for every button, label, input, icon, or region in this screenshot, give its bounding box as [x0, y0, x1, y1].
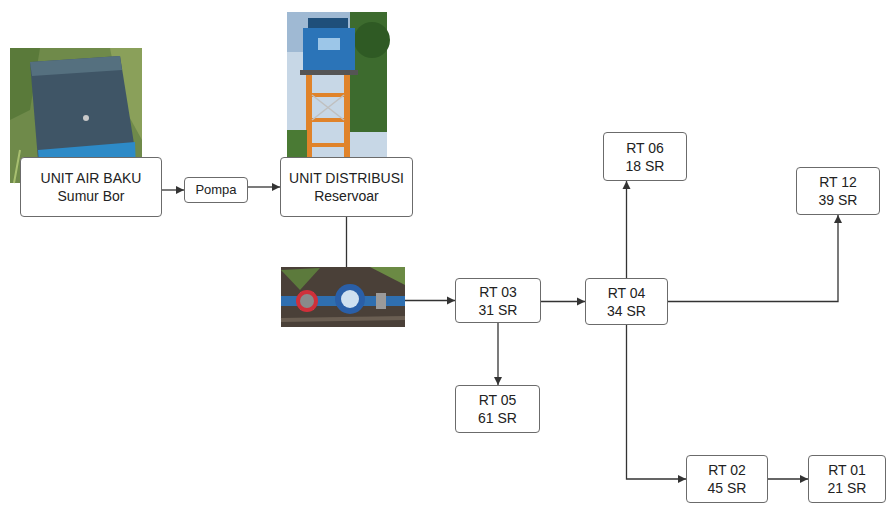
box-title: RT 01 — [828, 461, 866, 479]
flow-arrow — [248, 186, 280, 187]
flow-arrow — [497, 323, 498, 385]
box-subtitle: 18 SR — [626, 157, 665, 175]
box-subtitle: Reservoar — [314, 187, 379, 205]
box-title: Pompa — [195, 181, 236, 199]
reservoir-tower-photo — [287, 12, 390, 157]
flow-arrow — [626, 181, 627, 278]
box-title: RT 12 — [819, 173, 857, 191]
box-subtitle: 31 SR — [479, 301, 518, 319]
box-title: RT 06 — [626, 139, 664, 157]
process-box: RT 1239 SR — [796, 167, 880, 215]
process-box: RT 0618 SR — [603, 132, 687, 181]
flow-arrow — [627, 325, 687, 479]
box-title: RT 03 — [479, 283, 517, 301]
box-subtitle: Sumur Bor — [58, 187, 125, 205]
box-title: RT 02 — [708, 461, 746, 479]
box-title: UNIT DISTRIBUSI — [289, 169, 404, 187]
box-title: RT 04 — [608, 284, 646, 302]
process-box: RT 0245 SR — [686, 455, 768, 503]
box-subtitle: 34 SR — [607, 302, 646, 320]
pump-box: Pompa — [184, 177, 248, 203]
process-box: RT 0121 SR — [808, 455, 886, 503]
flow-arrow — [668, 215, 838, 302]
process-box: RT 0561 SR — [455, 385, 540, 433]
box-subtitle: 61 SR — [478, 409, 517, 427]
process-box: UNIT AIR BAKUSumur Bor — [20, 157, 162, 217]
flow-arrow — [162, 189, 184, 190]
box-title: UNIT AIR BAKU — [41, 169, 142, 187]
box-subtitle: 39 SR — [819, 191, 858, 209]
process-box: RT 0331 SR — [455, 278, 541, 323]
box-subtitle: 21 SR — [828, 479, 867, 497]
flow-arrow — [768, 478, 808, 479]
process-box: UNIT DISTRIBUSIReservoar — [280, 157, 413, 217]
box-title: RT 05 — [479, 391, 517, 409]
flow-arrow — [541, 301, 585, 302]
box-subtitle: 45 SR — [708, 479, 747, 497]
process-box: RT 0434 SR — [585, 278, 668, 325]
water-meter-photo — [281, 267, 405, 327]
